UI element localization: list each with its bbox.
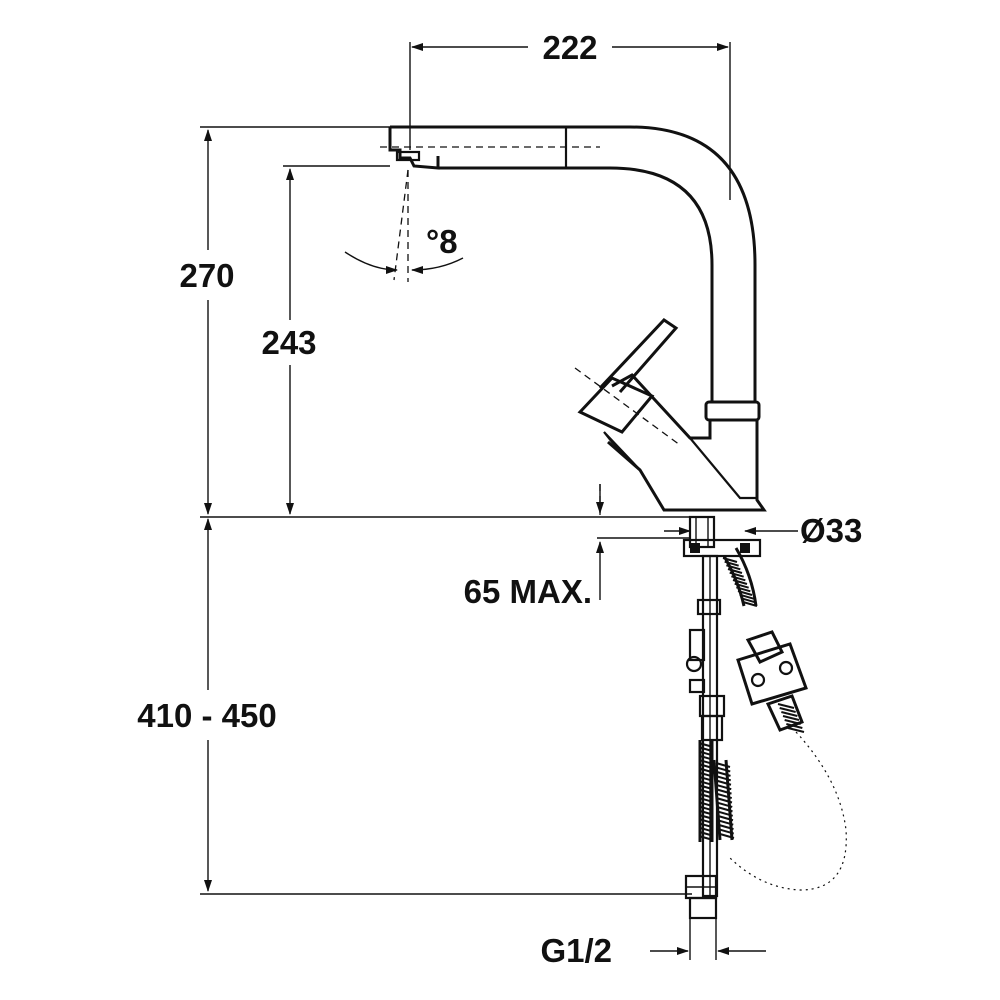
mounting-assembly bbox=[682, 515, 762, 920]
hose-rib bbox=[716, 775, 732, 782]
hose-rib bbox=[777, 703, 795, 709]
hose-rib bbox=[698, 805, 714, 812]
hose-rib bbox=[729, 571, 744, 578]
hose-rib bbox=[724, 560, 739, 567]
hose-rib bbox=[716, 770, 731, 777]
hose-rib bbox=[718, 810, 734, 817]
spout-height-label: 243 bbox=[261, 324, 316, 361]
lever-handle bbox=[574, 318, 681, 471]
swivel-angle-label: °8 bbox=[426, 223, 458, 260]
thread-label: G1/2 bbox=[540, 932, 612, 969]
reach-dimension: 222 bbox=[409, 29, 731, 200]
hose-rib bbox=[698, 818, 714, 825]
hose-rib bbox=[698, 788, 714, 795]
hose-rib bbox=[731, 575, 746, 582]
diameter-label: Ø33 bbox=[800, 512, 862, 549]
hose-rib bbox=[698, 826, 714, 833]
max-thickness-label: 65 MAX. bbox=[464, 573, 592, 610]
hose-rib bbox=[698, 746, 714, 753]
faucet-body bbox=[574, 318, 767, 515]
hose-rib bbox=[698, 784, 714, 791]
installation-depth-dimension: 410 - 450 bbox=[137, 518, 692, 895]
hose-rib bbox=[787, 727, 805, 733]
hose-rib bbox=[786, 723, 803, 729]
hose-rib bbox=[718, 819, 734, 826]
swivel-angle-indicator: °8 bbox=[344, 169, 464, 282]
pull-out-hose-path bbox=[727, 731, 847, 891]
hose-rib bbox=[698, 792, 714, 799]
hose-rib bbox=[718, 815, 734, 822]
hose-rib bbox=[698, 754, 714, 761]
total-height-dimension: 270 bbox=[179, 126, 400, 515]
hose-rib bbox=[698, 796, 714, 803]
hose-rib bbox=[782, 715, 800, 721]
hose-rib bbox=[719, 833, 735, 839]
hose-rib bbox=[726, 564, 741, 571]
flexible-hoses bbox=[698, 547, 758, 842]
hose-rib bbox=[698, 809, 714, 816]
hose-rib bbox=[698, 780, 714, 787]
max-thickness-dimension: 65 MAX. bbox=[464, 484, 690, 610]
hose-rib bbox=[698, 758, 714, 765]
hose-rib bbox=[698, 801, 714, 808]
hose-rib bbox=[737, 590, 753, 596]
hose-rib bbox=[698, 830, 714, 837]
spout-height-dimension: 243 bbox=[261, 165, 390, 515]
hose-rib bbox=[715, 762, 731, 768]
hose-rib bbox=[698, 835, 714, 841]
hose-rib bbox=[718, 806, 733, 813]
hose-rib bbox=[698, 763, 714, 770]
hose-rib bbox=[698, 822, 714, 829]
hose-rib bbox=[716, 784, 732, 791]
hose-rib bbox=[698, 742, 714, 748]
diameter-dimension: Ø33 bbox=[664, 512, 862, 549]
hose-rib bbox=[741, 597, 756, 604]
hose-rib bbox=[739, 593, 754, 600]
hose-rib bbox=[734, 582, 749, 589]
hose-rib bbox=[719, 828, 735, 835]
total-height-label: 270 bbox=[179, 257, 234, 294]
hose-rib bbox=[736, 586, 751, 593]
hose-rib bbox=[779, 707, 796, 713]
hose-rib bbox=[717, 788, 732, 795]
hose-rib bbox=[698, 813, 714, 820]
hose-rib bbox=[698, 771, 714, 778]
hose-rib bbox=[715, 766, 731, 773]
hose-rib bbox=[719, 824, 734, 831]
hose-rib bbox=[717, 801, 733, 808]
hose-rib bbox=[742, 601, 758, 607]
hose-rib bbox=[781, 711, 798, 717]
hose-rib bbox=[698, 750, 714, 757]
hose-rib bbox=[717, 797, 733, 804]
check-valve bbox=[736, 630, 808, 733]
thread-dimension: G1/2 bbox=[540, 918, 766, 969]
hose-rib bbox=[784, 719, 801, 725]
reach-label: 222 bbox=[542, 29, 597, 66]
hose-rib bbox=[722, 557, 738, 563]
hose-rib bbox=[727, 568, 743, 574]
hose-rib bbox=[717, 793, 733, 800]
hose-rib bbox=[698, 767, 714, 774]
hose-rib bbox=[732, 579, 748, 585]
faucet-spout bbox=[380, 125, 757, 402]
hose-rib bbox=[698, 775, 714, 782]
hose-rib bbox=[716, 779, 732, 786]
installation-depth-label: 410 - 450 bbox=[137, 697, 276, 734]
